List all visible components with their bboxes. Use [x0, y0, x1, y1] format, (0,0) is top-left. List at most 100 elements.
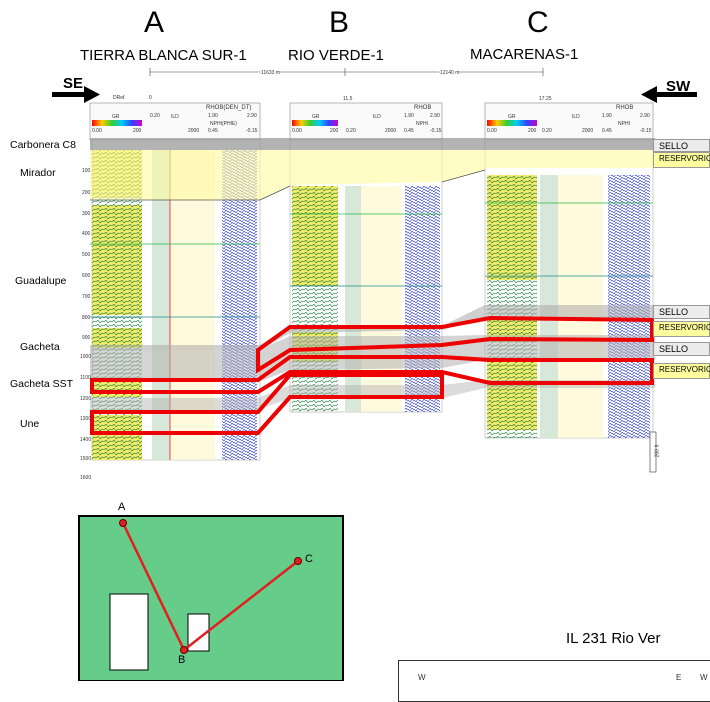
formation-label-une: Une [20, 418, 40, 430]
depth-tick: 100 [82, 168, 91, 174]
zone-tag-reservorio: RESERVORIO [653, 152, 710, 168]
map-label-b: B [178, 654, 186, 666]
well-c-gr-label: GR [508, 114, 516, 120]
well-c-ref-value: 17.25 [539, 96, 552, 102]
map-point-a [119, 519, 127, 527]
map-point-c [294, 557, 302, 565]
zone-tag-sello: SELLO [653, 342, 710, 356]
well-b-gr-label: GR [312, 114, 320, 120]
depth-tick: 700 [82, 294, 91, 300]
scale-bar-label: 200 ft [654, 444, 661, 458]
depth-tick: 500 [82, 252, 91, 258]
seismic-axis-w2: W [700, 673, 708, 682]
depth-tick: 1000 [80, 354, 92, 360]
depth-tick: 900 [82, 335, 91, 341]
carbonera-seal-band [90, 138, 655, 150]
depth-tick: 600 [82, 273, 91, 279]
well-a-ild-label: ILD [171, 114, 179, 120]
well-b-rhob-max: 2.90 [430, 113, 440, 119]
well-correlation-section [52, 68, 697, 473]
well-c-rhob-label: RHOB [616, 105, 634, 111]
well-b-ild-label: ILD [373, 114, 381, 120]
well-c-nphi-min: 0.45 [602, 128, 612, 134]
location-map [78, 515, 344, 681]
depth-tick: 1100 [80, 375, 91, 381]
well-b-ild-min: 0.20 [346, 128, 356, 134]
seismic-panel [398, 660, 710, 702]
spacing-ab: ~11633 m [258, 70, 281, 76]
well-b-ild-max: 2000 [385, 128, 397, 134]
mirador-reservoir-band [90, 150, 655, 200]
spacing-bc: ~12140 m [437, 70, 460, 76]
zone-tag-sello: SELLO [653, 305, 710, 319]
well-c-ild-min: 0.20 [542, 128, 552, 134]
depth-tick: 1200 [80, 396, 92, 402]
well-c-rhob-min: 1.90 [602, 113, 612, 119]
reservoir-outline-upper [256, 315, 654, 374]
well-a-nphi-label: NPHI(PHIE) [210, 121, 237, 127]
depth-tick: 200 [82, 190, 91, 196]
map-point-b [180, 646, 188, 654]
well-a-ref-label: DRef. [113, 95, 126, 101]
distance-markers [149, 68, 544, 76]
well-c-ild-label: ILD [572, 114, 580, 120]
depth-tick: 1600 [80, 475, 92, 481]
well-b-ref-value: 11.5 [343, 96, 353, 102]
well-a-nphi-min: 0.45 [208, 128, 218, 134]
depth-tick: 1500 [80, 456, 92, 462]
arrow-left-icon [641, 86, 697, 103]
well-a-gr-min: 0.00 [92, 128, 102, 134]
well-a-nphi-max: -0.15 [246, 128, 258, 134]
well-b-nphi-max: -0.15 [430, 128, 442, 134]
well-a-gr-max: 200 [133, 128, 142, 134]
formation-label-carbonera: Carbonera C8 [10, 139, 76, 151]
well-a-ref-value: 0 [149, 95, 152, 101]
well-letter-b: B [329, 6, 350, 39]
depth-tick: 400 [82, 231, 91, 237]
well-b-rhob-label: RHOB [414, 105, 432, 111]
well-a-ild-max: 2000 [188, 128, 200, 134]
well-b-nphi-min: 0.45 [404, 128, 414, 134]
well-c-rhob-max: 2.90 [640, 113, 650, 119]
reservoir-outline-lower [90, 355, 654, 394]
well-b-gr-min: 0.00 [292, 128, 302, 134]
well-b-gr-max: 200 [330, 128, 339, 134]
well-b-nphi-label: NPHI [416, 121, 428, 127]
well-c-gr-max: 200 [528, 128, 537, 134]
formation-label-gacheta: Gacheta [20, 341, 60, 353]
depth-tick: 300 [82, 211, 91, 217]
well-letter-c: C [527, 6, 549, 39]
well-b-rhob-min: 1.90 [404, 113, 414, 119]
zone-tag-sello: SELLO [653, 139, 710, 152]
well-a-rhob-min: 1.90 [208, 113, 218, 119]
formation-label-guadalupe: Guadalupe [15, 275, 67, 287]
zone-tag-reservorio: RESERVORIO [653, 321, 710, 337]
well-name-c: MACARENAS-1 [470, 46, 579, 63]
well-a-gr-label: GR [112, 114, 120, 120]
depth-tick: 1300 [80, 416, 92, 422]
well-a-ild-min: 0.20 [150, 113, 160, 119]
seismic-axis-e: E [676, 673, 682, 682]
arrow-right-icon [52, 86, 100, 103]
seismic-axis-w: W [418, 673, 426, 682]
well-c-nphi-label: NPHI [618, 121, 630, 127]
well-c-ild-max: 2000 [582, 128, 594, 134]
well-name-a: TIERRA BLANCA SUR-1 [80, 47, 247, 64]
reservoir-outline-une [90, 373, 444, 435]
map-label-c: C [305, 553, 313, 565]
direction-label-sw: SW [666, 78, 691, 95]
zone-tag-reservorio: RESERVORIO [653, 363, 710, 379]
well-a-rhob-max: 2.90 [247, 113, 257, 119]
map-label-a: A [118, 501, 126, 513]
formation-label-mirador: Mirador [20, 167, 56, 179]
seismic-title: IL 231 Rio Ver [566, 630, 661, 647]
well-letter-a: A [144, 6, 165, 39]
well-name-b: RIO VERDE-1 [288, 47, 384, 64]
well-c-gr-min: 0.00 [487, 128, 497, 134]
direction-label-se: SE [63, 75, 84, 92]
depth-tick: 800 [82, 315, 91, 321]
well-a-rhob-label: RHOB(DEN_DT) [206, 105, 252, 111]
depth-tick: 1400 [80, 437, 92, 443]
well-c-logs [484, 102, 654, 439]
formation-label-gacheta-sst: Gacheta SST [10, 378, 74, 390]
